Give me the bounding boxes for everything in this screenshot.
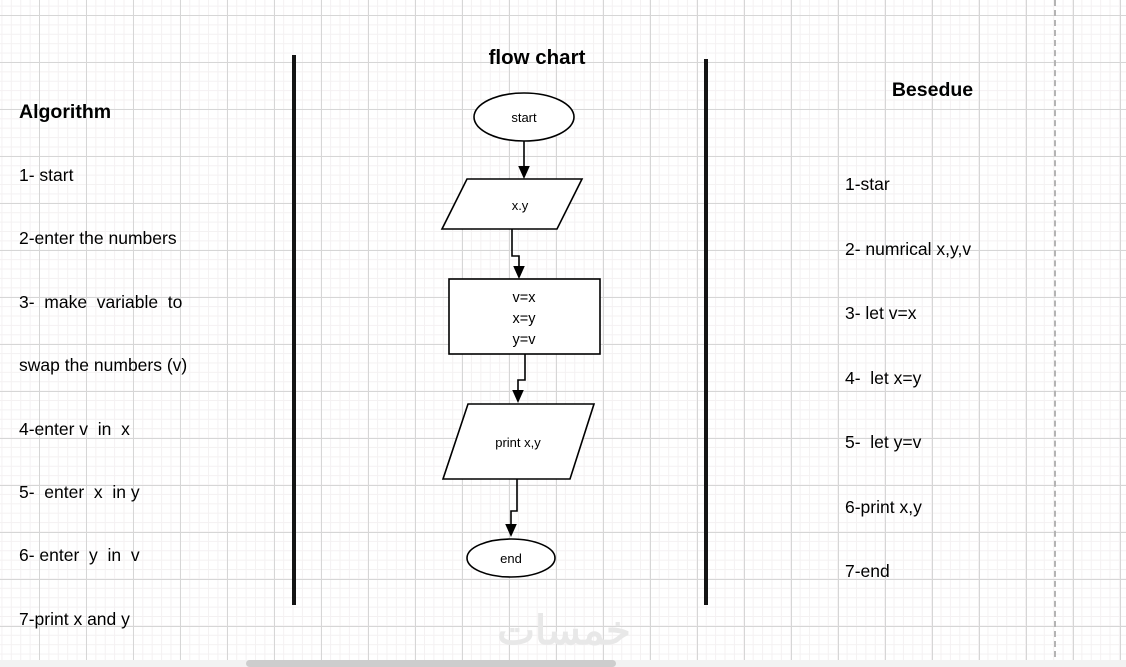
- separator-line-right[interactable]: [704, 59, 708, 605]
- besedue-title[interactable]: Besedue: [891, 79, 974, 101]
- algorithm-line: swap the numbers (v): [19, 355, 188, 376]
- flow-node-start[interactable]: start: [473, 92, 575, 142]
- besedue-line: 7-end: [845, 561, 890, 581]
- flow-node-output-label: print x,y: [495, 435, 541, 450]
- flowchart-title[interactable]: flow chart: [488, 46, 586, 69]
- flow-node-input-label: x.y: [512, 198, 529, 213]
- algorithm-line: 5- enter x in y: [19, 482, 140, 503]
- besedue-line: 3- let v=x: [845, 303, 917, 323]
- flow-arrow-start-to-input[interactable]: [518, 141, 530, 179]
- flow-node-end-label: end: [500, 551, 522, 566]
- flow-node-start-label: start: [511, 110, 537, 125]
- besedue-line: 5- let y=v: [845, 432, 922, 452]
- besedue-line: 2- numrical x,y,v: [845, 238, 972, 259]
- flow-arrow-output-to-end[interactable]: [505, 479, 518, 537]
- khamsat-watermark: خمسات: [497, 609, 631, 653]
- algorithm-line: 6- enter y in v: [19, 545, 140, 566]
- horizontal-scrollbar-track[interactable]: [0, 660, 1126, 667]
- flow-arrow-process-to-output[interactable]: [512, 354, 526, 403]
- flow-node-output[interactable]: print x,y: [441, 403, 596, 480]
- algorithm-title: Algorithm: [19, 101, 112, 123]
- besedue-line: 4- let x=y: [845, 367, 922, 388]
- algorithm-line: 4-enter v in x: [19, 418, 130, 439]
- algorithm-line: 3- make variable to: [19, 291, 183, 312]
- flow-node-process-line3: y=v: [513, 332, 537, 348]
- algorithm-panel[interactable]: Algorithm 1- start 2-enter the numbers 3…: [19, 62, 187, 667]
- flow-node-process[interactable]: v=x x=y y=v: [448, 278, 601, 355]
- flow-node-process-line2: x=y: [513, 311, 537, 327]
- flow-node-input[interactable]: x.y: [440, 178, 584, 230]
- besedue-line: 1-star: [845, 174, 890, 194]
- flow-node-process-line1: v=x: [513, 290, 537, 306]
- separator-line-left[interactable]: [292, 55, 296, 605]
- horizontal-scrollbar-thumb[interactable]: [246, 660, 616, 667]
- besedue-panel[interactable]: 1-star 2- numrical x,y,v 3- let v=x 4- l…: [845, 134, 971, 622]
- algorithm-line: 7-print x and y: [19, 608, 130, 629]
- besedue-line: 6-print x,y: [845, 496, 922, 517]
- algorithm-line: 1- start: [19, 165, 74, 185]
- algorithm-line: 2-enter the numbers: [19, 228, 177, 249]
- flow-arrow-input-to-process[interactable]: [511, 229, 525, 279]
- flow-node-end[interactable]: end: [466, 538, 556, 578]
- page-boundary-dashed-line: [1054, 0, 1056, 667]
